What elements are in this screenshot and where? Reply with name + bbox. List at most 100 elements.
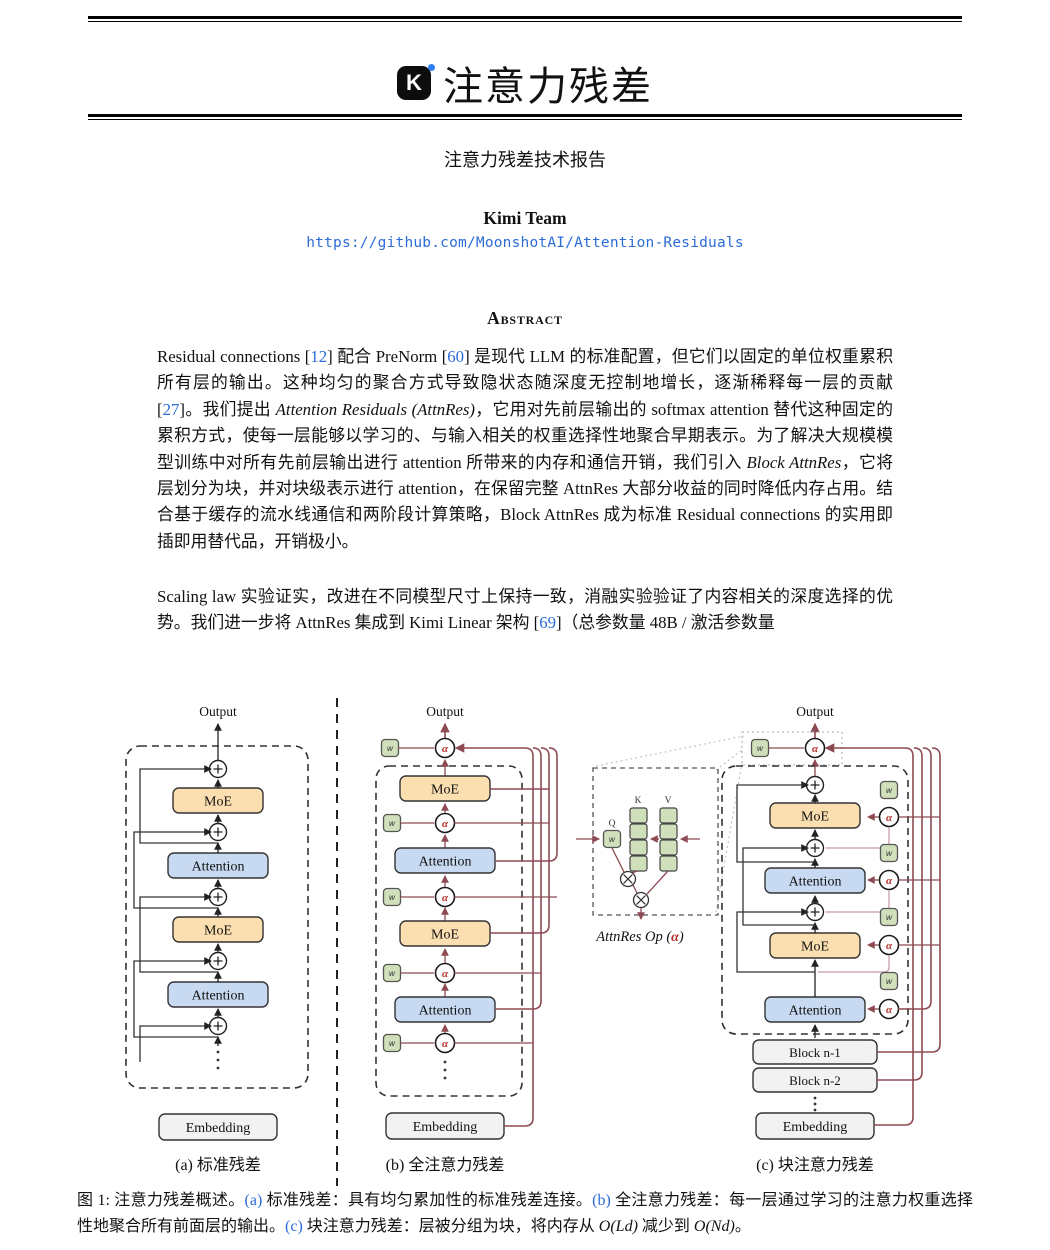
add-node <box>208 822 228 842</box>
citation-60[interactable]: 60 <box>447 347 465 366</box>
paper-title: 注意力残差 <box>443 64 653 109</box>
emphasis-attnres: Attention Residuals (AttnRes) <box>275 399 475 419</box>
abstract-text: ] 配合 PreNorm [ <box>327 347 448 366</box>
moe-layer <box>399 775 491 802</box>
citation-69[interactable]: 69 <box>539 613 556 633</box>
caption-ref-c: (c) <box>285 1218 303 1235</box>
residual-route <box>898 747 932 1010</box>
abstract-text: ，它将层划分为块，并对块级表示进行 attention，在保留完整 AttnRe… <box>157 452 893 551</box>
attention-layer <box>394 847 496 874</box>
block-n1-label: Block n-1 <box>789 1045 841 1060</box>
complexity-ld: O(Ld) <box>598 1218 638 1235</box>
citation-27[interactable]: 27 <box>162 399 180 419</box>
output-label: Output <box>426 704 464 719</box>
attention-layer <box>394 996 496 1023</box>
repo-link-row: https://github.com/MoonshotAI/Attention-… <box>0 234 1050 252</box>
add-node <box>208 1016 228 1036</box>
diagram-b: Output <box>375 704 558 1174</box>
abstract-paragraph-1: Residual connections [12] 配合 PreNorm [60… <box>157 344 893 555</box>
team-name: Kimi Team <box>483 208 567 228</box>
title-rule <box>88 114 962 120</box>
moe-layer <box>399 920 491 947</box>
caption-text: 。 <box>734 1218 751 1235</box>
add-node <box>208 759 228 779</box>
paper-subtitle: 注意力残差技术报告 <box>444 150 606 170</box>
residual-route <box>877 747 923 1081</box>
query-token-box <box>380 738 400 758</box>
add-node <box>805 902 825 922</box>
op-caption: AttnRes Op (α) <box>595 929 684 945</box>
moe-layer <box>769 802 861 829</box>
caption-text: 标准残差：具有均匀累加性的标准残差连接。 <box>262 1192 593 1209</box>
alpha-node <box>878 998 900 1020</box>
alpha-node <box>878 934 900 956</box>
residual-route <box>490 747 550 934</box>
moe-layer <box>769 932 861 959</box>
residual-route <box>454 743 534 1127</box>
query-token-box <box>382 963 402 983</box>
add-node <box>208 951 228 971</box>
v-label: V <box>665 796 672 806</box>
projection-line <box>595 735 745 767</box>
caption-text: 图 1: 注意力残差概述。 <box>77 1192 245 1209</box>
key-column <box>629 807 648 872</box>
caption-text: 减少到 <box>637 1218 694 1235</box>
block-n2-label: Block n-2 <box>789 1073 841 1088</box>
diagram-a-caption: (a) 标准残差 <box>175 1156 261 1174</box>
query-token-box <box>382 813 402 833</box>
attention-layer <box>167 852 269 879</box>
query-token-box <box>879 780 899 800</box>
value-column <box>659 807 678 872</box>
alpha-node <box>434 886 456 908</box>
abstract-paragraph-2: Scaling law 实验证实，改进在不同模型尺寸上保持一致，消融实验验证了内… <box>157 584 893 637</box>
residual-route <box>877 747 941 1053</box>
block-n1: Block n-1 <box>752 1039 878 1065</box>
caption-ref-a: (a) <box>244 1192 263 1209</box>
embedding-layer <box>158 1113 278 1141</box>
caption-ref-b: (b) <box>592 1192 611 1209</box>
abstract-text: ，它用对先前层输出的 softmax attention 替代这种固定的累积方式… <box>157 399 893 472</box>
abstract-heading: Abstract <box>487 308 563 328</box>
k-label: K <box>635 796 642 806</box>
layer-stack-box <box>125 745 309 1089</box>
abstract-text: ]（总参数量 48B / 激活参数量 <box>556 613 775 633</box>
abstract-text: Scaling law 实验证实，改进在不同模型尺寸上保持一致，消融实验验证了内… <box>157 587 893 633</box>
query-token-box <box>382 1033 402 1053</box>
add-node <box>805 838 825 858</box>
kimi-logo-dot <box>428 64 435 71</box>
projection-line <box>715 762 743 913</box>
architecture-figure: α w MoE Attention Embedding Output <box>125 698 941 1186</box>
abstract-text: Residual connections [ <box>157 347 311 366</box>
moe-layer <box>172 787 264 814</box>
attnres-op-diagram: Q K V <box>576 735 745 945</box>
emphasis-block-attnres: Block AttnRes <box>746 452 842 472</box>
residual-route <box>495 747 542 1010</box>
attention-layer <box>764 867 866 894</box>
caption-text: 全注意力残差：每一层通过学习的注意力权重选择性地聚合所有前面层的输出。 <box>77 1192 973 1235</box>
alpha-node <box>804 737 826 759</box>
layer-stack-box <box>375 765 523 1097</box>
citation-12[interactable]: 12 <box>310 347 328 366</box>
query-token-box <box>879 907 899 927</box>
moe-layer <box>172 916 264 943</box>
residual-route <box>824 743 914 1126</box>
add-node <box>208 887 228 907</box>
alpha-node <box>434 1032 456 1054</box>
diagram-c-caption: (c) 块注意力残差 <box>756 1155 874 1174</box>
abstract-text: ]。我们提出 <box>179 399 276 419</box>
title-row: K 注意力残差 <box>0 54 1050 112</box>
residual-route <box>495 747 558 862</box>
query-token-box <box>879 971 899 991</box>
output-label: Output <box>796 704 834 719</box>
query-token-box <box>879 843 899 863</box>
alpha-node <box>878 806 900 828</box>
repo-link[interactable]: https://github.com/MoonshotAI/Attention-… <box>306 235 744 251</box>
alpha-node <box>434 812 456 834</box>
attention-layer <box>764 996 866 1023</box>
multiply-node <box>632 891 650 909</box>
top-rule <box>88 16 962 22</box>
query-token-box <box>750 738 770 758</box>
alpha-node <box>878 869 900 891</box>
complexity-nd: O(Nd) <box>693 1218 735 1235</box>
